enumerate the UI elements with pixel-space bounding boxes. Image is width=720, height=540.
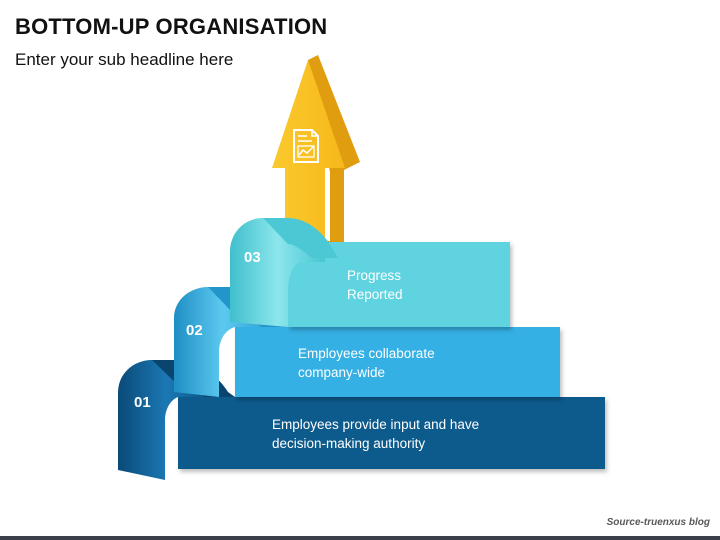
- step-1-label: Employees provide input and have decisio…: [272, 415, 479, 453]
- step-3-number: 03: [244, 249, 261, 266]
- step-2-bar: [235, 327, 560, 397]
- footer-bar: [0, 536, 720, 540]
- step-3-shape: [230, 218, 510, 327]
- page-title: BOTTOM-UP ORGANISATION: [15, 14, 328, 39]
- page-subtitle: Enter your sub headline here: [15, 50, 234, 69]
- step-1-line-1: Employees provide input and have: [272, 417, 480, 432]
- step-1-number: 01: [134, 394, 151, 411]
- step-2-line-2: company-wide: [298, 365, 386, 380]
- report-chart-icon: [293, 129, 319, 163]
- source-credit: Source-truenxus blog: [606, 517, 710, 528]
- step-3-line-1: Progress: [347, 268, 402, 283]
- step-2-label: Employees collaborate company-wide: [298, 344, 435, 382]
- step-1-bar: [178, 397, 605, 469]
- step-1-shape: [118, 360, 605, 480]
- step-2-number: 02: [186, 322, 203, 339]
- step-3-label: Progress Reported: [347, 266, 403, 304]
- arrow-front: [272, 60, 345, 248]
- step-2-line-1: Employees collaborate: [298, 346, 435, 361]
- step-1-line-2: decision-making authority: [272, 436, 426, 451]
- step-3-line-2: Reported: [347, 287, 403, 302]
